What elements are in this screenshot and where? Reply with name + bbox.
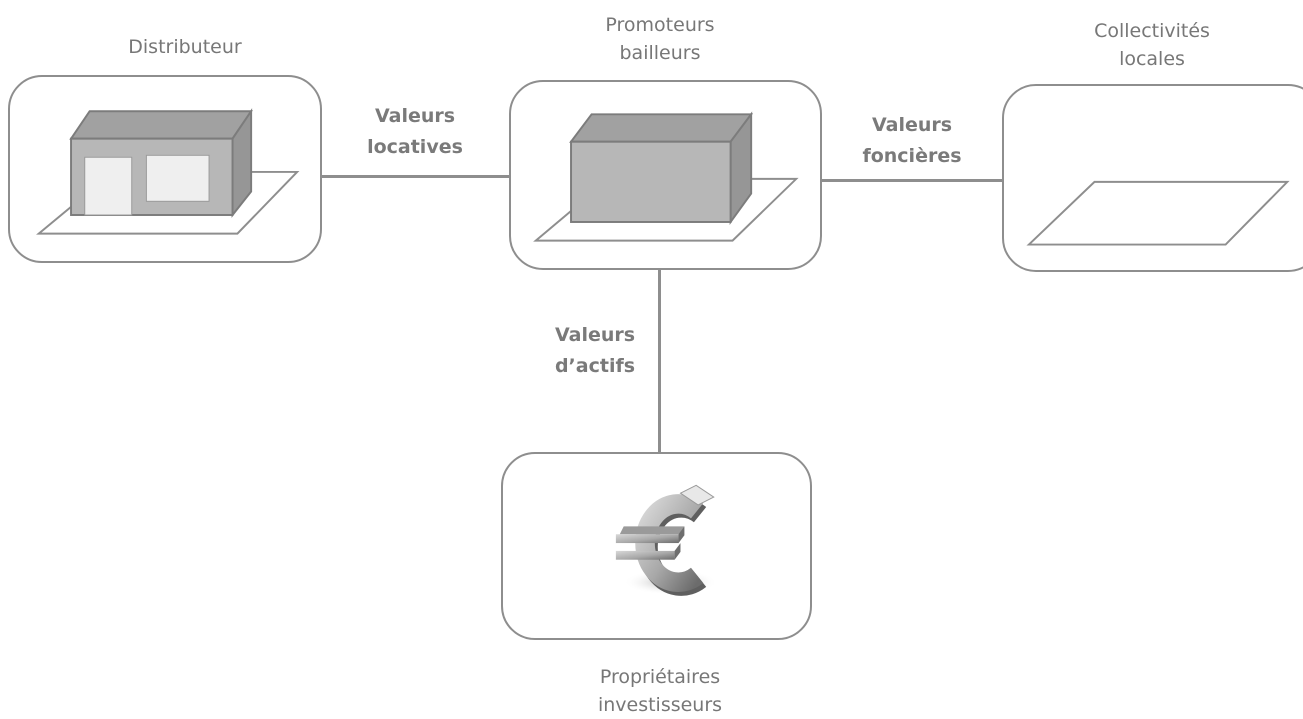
node-proprietaires-investisseurs [501,452,812,640]
edge-label-line: Valeurs [374,105,456,127]
edge-label-locatives: Valeurs locatives [340,101,490,163]
node-label-line: Propriétaires [599,666,721,688]
edge-label-actifs: Valeurs d’actifs [520,320,670,382]
node-label-distributeur: Distributeur [80,33,290,61]
edge-label-line: Valeurs [554,324,636,346]
connector-distributeur-promoteurs [320,175,510,178]
connector-promoteurs-collectivites [820,179,1004,182]
connector-promoteurs-proprietaires [658,268,661,454]
node-label-line: bailleurs [619,42,701,64]
node-distributeur [8,75,322,263]
node-label-line: investisseurs [597,694,723,716]
edge-label-line: locatives [367,136,463,158]
land-plot-icon [1026,180,1290,246]
node-promoteurs-bailleurs [509,80,822,270]
node-label-line: Promoteurs [605,14,715,36]
node-label-line: locales [1119,48,1185,70]
node-label-line: Collectivités [1094,20,1210,42]
shop-building-icon [36,108,300,235]
node-label-promoteurs: Promoteurs bailleurs [555,11,765,67]
node-label-line: Distributeur [128,36,242,58]
edge-label-line: d’actifs [554,355,636,377]
node-collectivites-locales [1002,84,1303,272]
edge-label-line: Valeurs [871,114,953,136]
edge-label-foncieres: Valeurs foncières [837,110,987,172]
node-label-proprietaires: Propriétaires investisseurs [555,663,765,719]
edge-label-line: foncières [862,145,962,167]
building-block-icon [533,111,799,242]
euro-icon [615,484,718,596]
node-label-collectivites: Collectivités locales [1047,17,1257,73]
